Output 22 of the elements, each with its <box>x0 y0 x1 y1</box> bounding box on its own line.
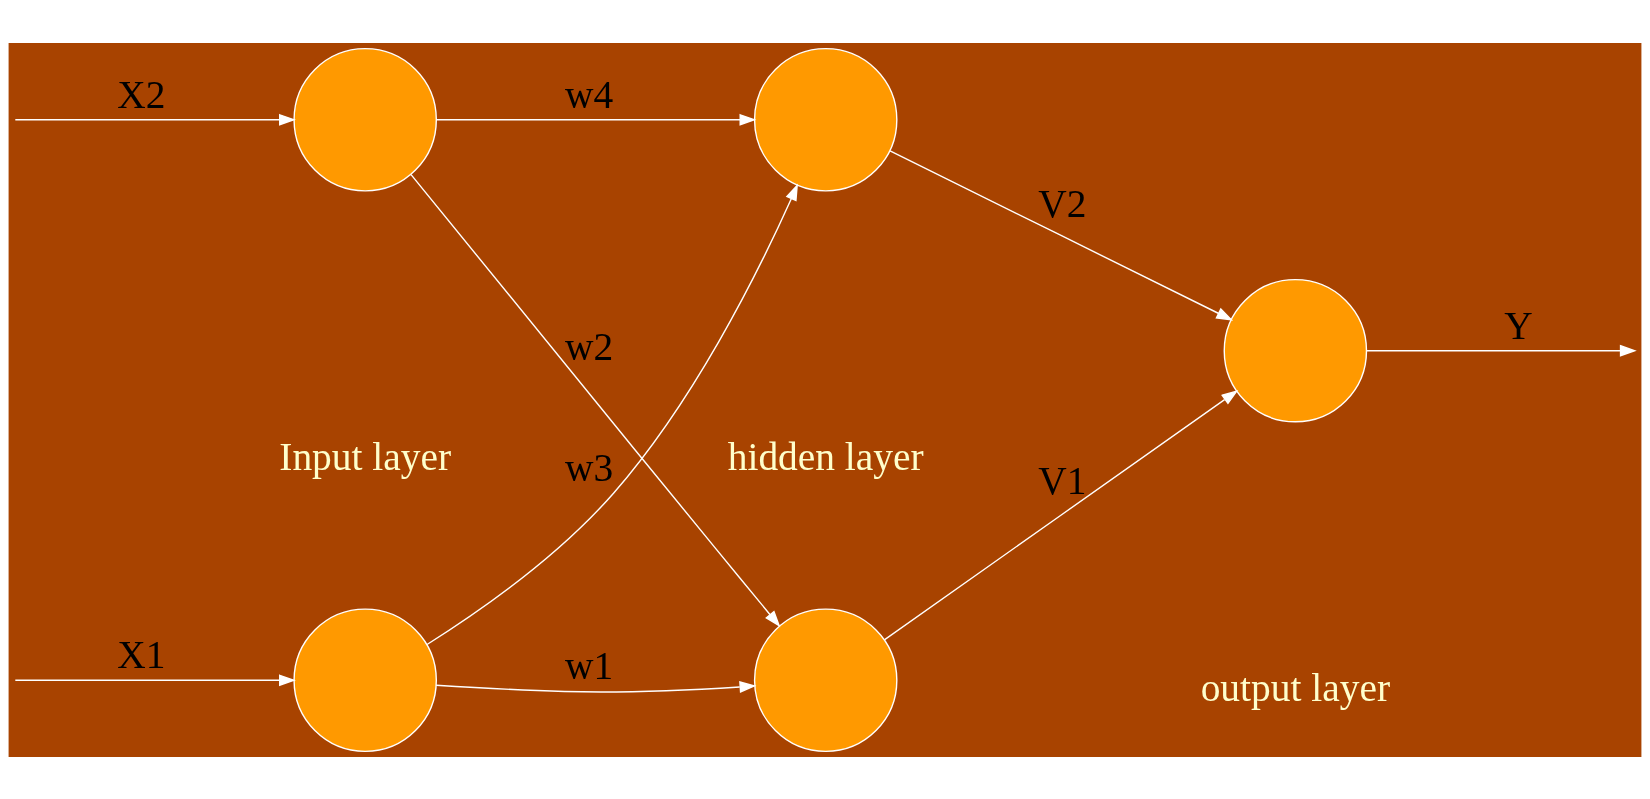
node-circle <box>293 47 437 192</box>
edge-label: w3 <box>565 445 614 490</box>
node-circle <box>293 607 437 752</box>
arrow <box>14 113 296 126</box>
edge-label: V2 <box>1038 181 1087 226</box>
edge-label: w4 <box>565 72 614 117</box>
label: Input layer <box>279 434 452 479</box>
arrow <box>435 113 757 126</box>
arrow <box>1366 344 1637 357</box>
edge-label: V1 <box>1038 458 1087 503</box>
edge-label: w2 <box>565 324 614 369</box>
edge-label: w1 <box>565 643 614 688</box>
edge-label: X1 <box>117 632 166 677</box>
label: hidden layer <box>727 434 924 479</box>
arrow <box>883 389 1239 641</box>
label: output layer <box>1200 665 1391 710</box>
edge-label: X2 <box>117 72 166 117</box>
edge-label: Y <box>1504 303 1533 348</box>
node-circle <box>753 47 898 192</box>
arrow <box>435 680 757 693</box>
arrow <box>14 673 296 686</box>
arrow <box>889 149 1234 321</box>
